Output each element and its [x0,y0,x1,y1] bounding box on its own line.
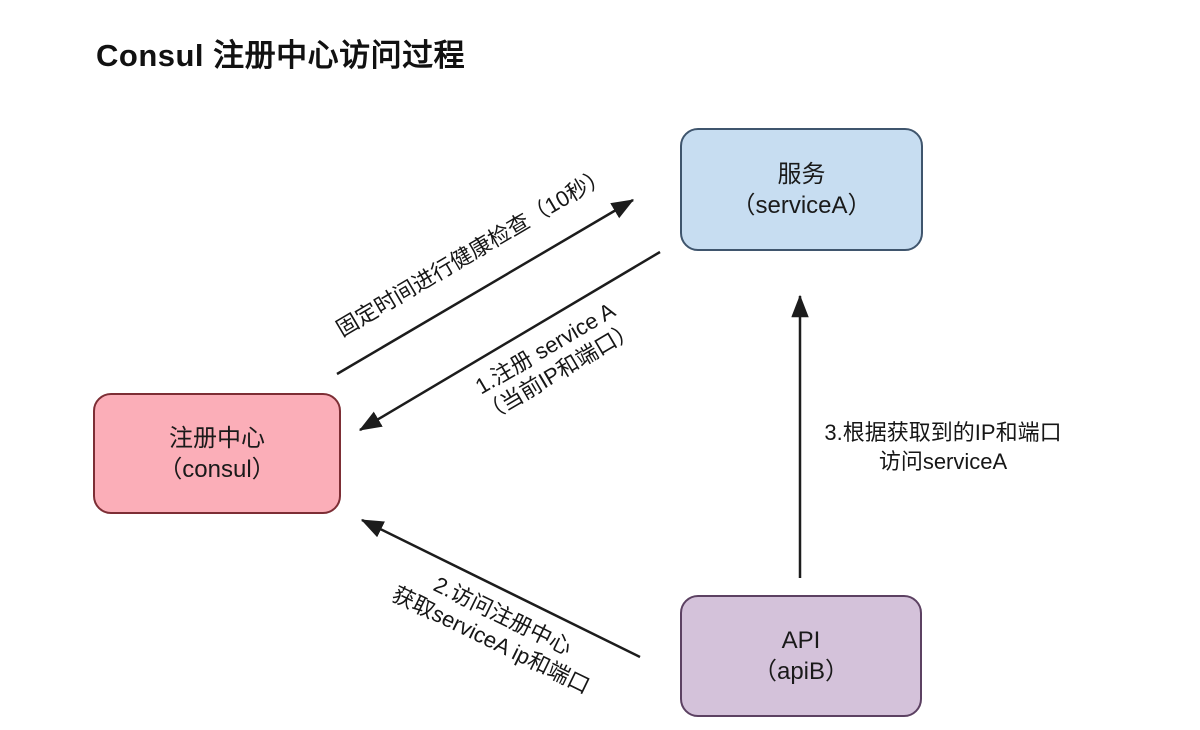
discover-label: 2.访问注册中心 获取serviceA ip和端口 [388,556,606,699]
api-node-sublabel: （apiB） [752,658,850,685]
service-node-label: 服务 [777,160,826,188]
registry-node-sublabel: （consul） [158,455,276,483]
registry-node: 注册中心 （consul） [93,393,341,514]
invoke-label: 3.根据获取到的IP和端口 访问serviceA [824,418,1061,476]
invoke-label-line1: 3.根据获取到的IP和端口 [824,420,1062,445]
api-node: API （apiB） [680,595,922,717]
health-check-label-text: 固定时间进行健康检查（10秒） [331,162,613,342]
service-node-sublabel: （serviceA） [731,191,872,219]
diagram-title: Consul 注册中心访问过程 [96,38,466,73]
invoke-label-line2: 访问serviceA [878,449,1008,474]
health-check-label: 固定时间进行健康检查（10秒） [331,162,612,343]
registry-node-label: 注册中心 [169,424,265,452]
register-label: 1.注册 service A （当前IP和端口） [463,292,641,427]
api-node-label: API [781,627,821,654]
service-node: 服务 （serviceA） [680,128,923,251]
